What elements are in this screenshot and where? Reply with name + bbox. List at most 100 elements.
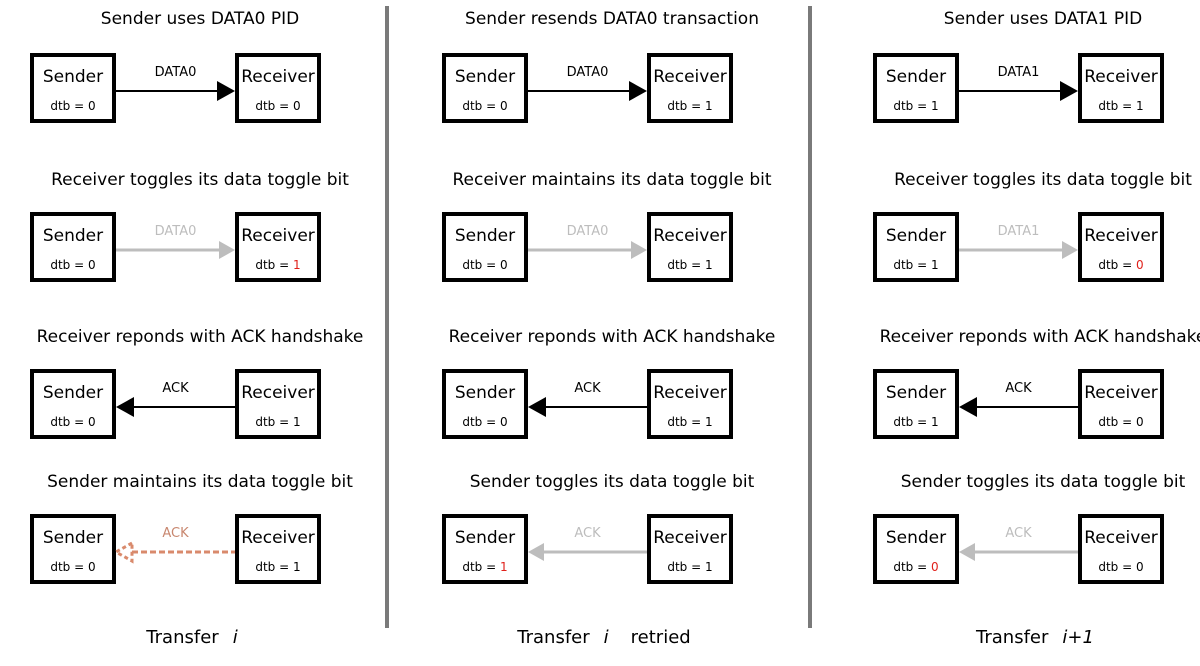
- sender-dtb-label: dtb =: [50, 415, 88, 429]
- arrow-label: DATA1: [997, 65, 1040, 80]
- sender-dtb-label: dtb =: [50, 560, 88, 574]
- arrow-head: [629, 81, 647, 101]
- step-title: Sender uses DATA1 PID: [943, 9, 1143, 29]
- step-title: Sender resends DATA0 transaction: [465, 9, 759, 29]
- sender-dtb: dtb = 0: [446, 415, 524, 429]
- data-packet-arrow: [959, 241, 1078, 259]
- arrow-head: [1062, 241, 1078, 259]
- panel-divider: [808, 6, 812, 628]
- transfer-caption-prefix: Transfer: [146, 627, 219, 648]
- receiver-dtb-value: 1: [1135, 99, 1144, 113]
- sender-dtb-label: dtb =: [893, 415, 931, 429]
- receiver-dtb: dtb = 0: [1082, 560, 1160, 574]
- receiver-dtb-label: dtb =: [255, 415, 293, 429]
- transfer-caption-index: i: [232, 627, 238, 648]
- sender-dtb-label: dtb =: [893, 560, 931, 574]
- step-title: Receiver maintains its data toggle bit: [452, 170, 772, 190]
- step-title: Receiver reponds with ACK handshake: [879, 327, 1200, 347]
- ack-handshake-arrow: [112, 540, 235, 564]
- arrow-head: [217, 81, 235, 101]
- ack-handshake-arrow: [116, 397, 235, 417]
- sender-dtb-label: dtb =: [893, 258, 931, 272]
- sender-dtb-label: dtb =: [462, 99, 500, 113]
- sender-dtb-label: dtb =: [50, 258, 88, 272]
- arrow-label: DATA0: [566, 224, 609, 239]
- sender-dtb: dtb = 0: [34, 415, 112, 429]
- step-title: Receiver toggles its data toggle bit: [894, 170, 1192, 190]
- arrow-head: [1060, 81, 1078, 101]
- sender-dtb-value: 0: [499, 258, 508, 272]
- arrow-label: ACK: [1005, 526, 1032, 541]
- receiver-dtb-label: dtb =: [667, 560, 705, 574]
- sender-name: Sender: [885, 383, 947, 403]
- sender-dtb-value: 0: [930, 560, 939, 574]
- transfer-caption-suffix: retried: [630, 627, 691, 648]
- arrow-head: [528, 397, 546, 417]
- panel-divider: [385, 6, 389, 628]
- arrow-label: DATA0: [566, 65, 609, 80]
- sender-dtb: dtb = 0: [34, 258, 112, 272]
- arrow-head: [112, 540, 134, 564]
- step-title: Sender toggles its data toggle bit: [900, 472, 1186, 492]
- sender-box: Sender dtb = 0: [442, 212, 528, 282]
- sender-name: Sender: [454, 383, 516, 403]
- sender-dtb-value: 0: [87, 258, 96, 272]
- sender-name: Sender: [454, 67, 516, 87]
- receiver-dtb: dtb = 0: [1082, 258, 1160, 272]
- receiver-dtb-value: 1: [704, 99, 713, 113]
- arrow-head: [959, 543, 975, 561]
- sender-dtb: dtb = 0: [34, 99, 112, 113]
- receiver-dtb-value: 1: [292, 560, 301, 574]
- transfer-caption-index: i: [603, 627, 609, 648]
- receiver-dtb-label: dtb =: [667, 99, 705, 113]
- arrow-label: DATA0: [154, 65, 197, 80]
- receiver-dtb-label: dtb =: [1098, 560, 1136, 574]
- step-title: Sender toggles its data toggle bit: [469, 472, 755, 492]
- receiver-name: Receiver: [653, 528, 727, 548]
- sender-name: Sender: [454, 528, 516, 548]
- arrow-label: ACK: [574, 381, 601, 396]
- receiver-dtb-value: 1: [704, 560, 713, 574]
- receiver-name: Receiver: [653, 383, 727, 403]
- sender-dtb: dtb = 1: [877, 99, 955, 113]
- sender-dtb-value: 1: [930, 258, 939, 272]
- data-packet-arrow: [116, 81, 235, 101]
- arrow-head: [528, 543, 544, 561]
- ack-handshake-arrow: [528, 543, 647, 561]
- receiver-dtb: dtb = 1: [651, 560, 729, 574]
- sender-dtb-value: 0: [87, 99, 96, 113]
- sender-dtb-value: 1: [499, 560, 508, 574]
- receiver-dtb-label: dtb =: [255, 99, 293, 113]
- arrow-head: [116, 397, 134, 417]
- sender-dtb-value: 0: [499, 99, 508, 113]
- sender-dtb-label: dtb =: [50, 99, 88, 113]
- step-title: Sender uses DATA0 PID: [100, 9, 300, 29]
- sender-name: Sender: [454, 226, 516, 246]
- receiver-dtb-value: 0: [1135, 258, 1144, 272]
- sender-dtb: dtb = 0: [34, 560, 112, 574]
- sender-name: Sender: [885, 226, 947, 246]
- sender-box: Sender dtb = 1: [873, 212, 959, 282]
- sender-dtb-label: dtb =: [462, 415, 500, 429]
- arrow-label: ACK: [1005, 381, 1032, 396]
- receiver-box: Receiver dtb = 1: [647, 53, 733, 123]
- ack-handshake-arrow: [959, 543, 1078, 561]
- receiver-dtb-label: dtb =: [1098, 258, 1136, 272]
- receiver-name: Receiver: [653, 67, 727, 87]
- sender-dtb-label: dtb =: [462, 258, 500, 272]
- receiver-dtb-label: dtb =: [1098, 415, 1136, 429]
- step-title: Receiver toggles its data toggle bit: [51, 170, 349, 190]
- receiver-dtb-label: dtb =: [1098, 99, 1136, 113]
- receiver-dtb-label: dtb =: [255, 560, 293, 574]
- receiver-name: Receiver: [653, 226, 727, 246]
- receiver-dtb-value: 1: [704, 415, 713, 429]
- sender-dtb: dtb = 0: [446, 99, 524, 113]
